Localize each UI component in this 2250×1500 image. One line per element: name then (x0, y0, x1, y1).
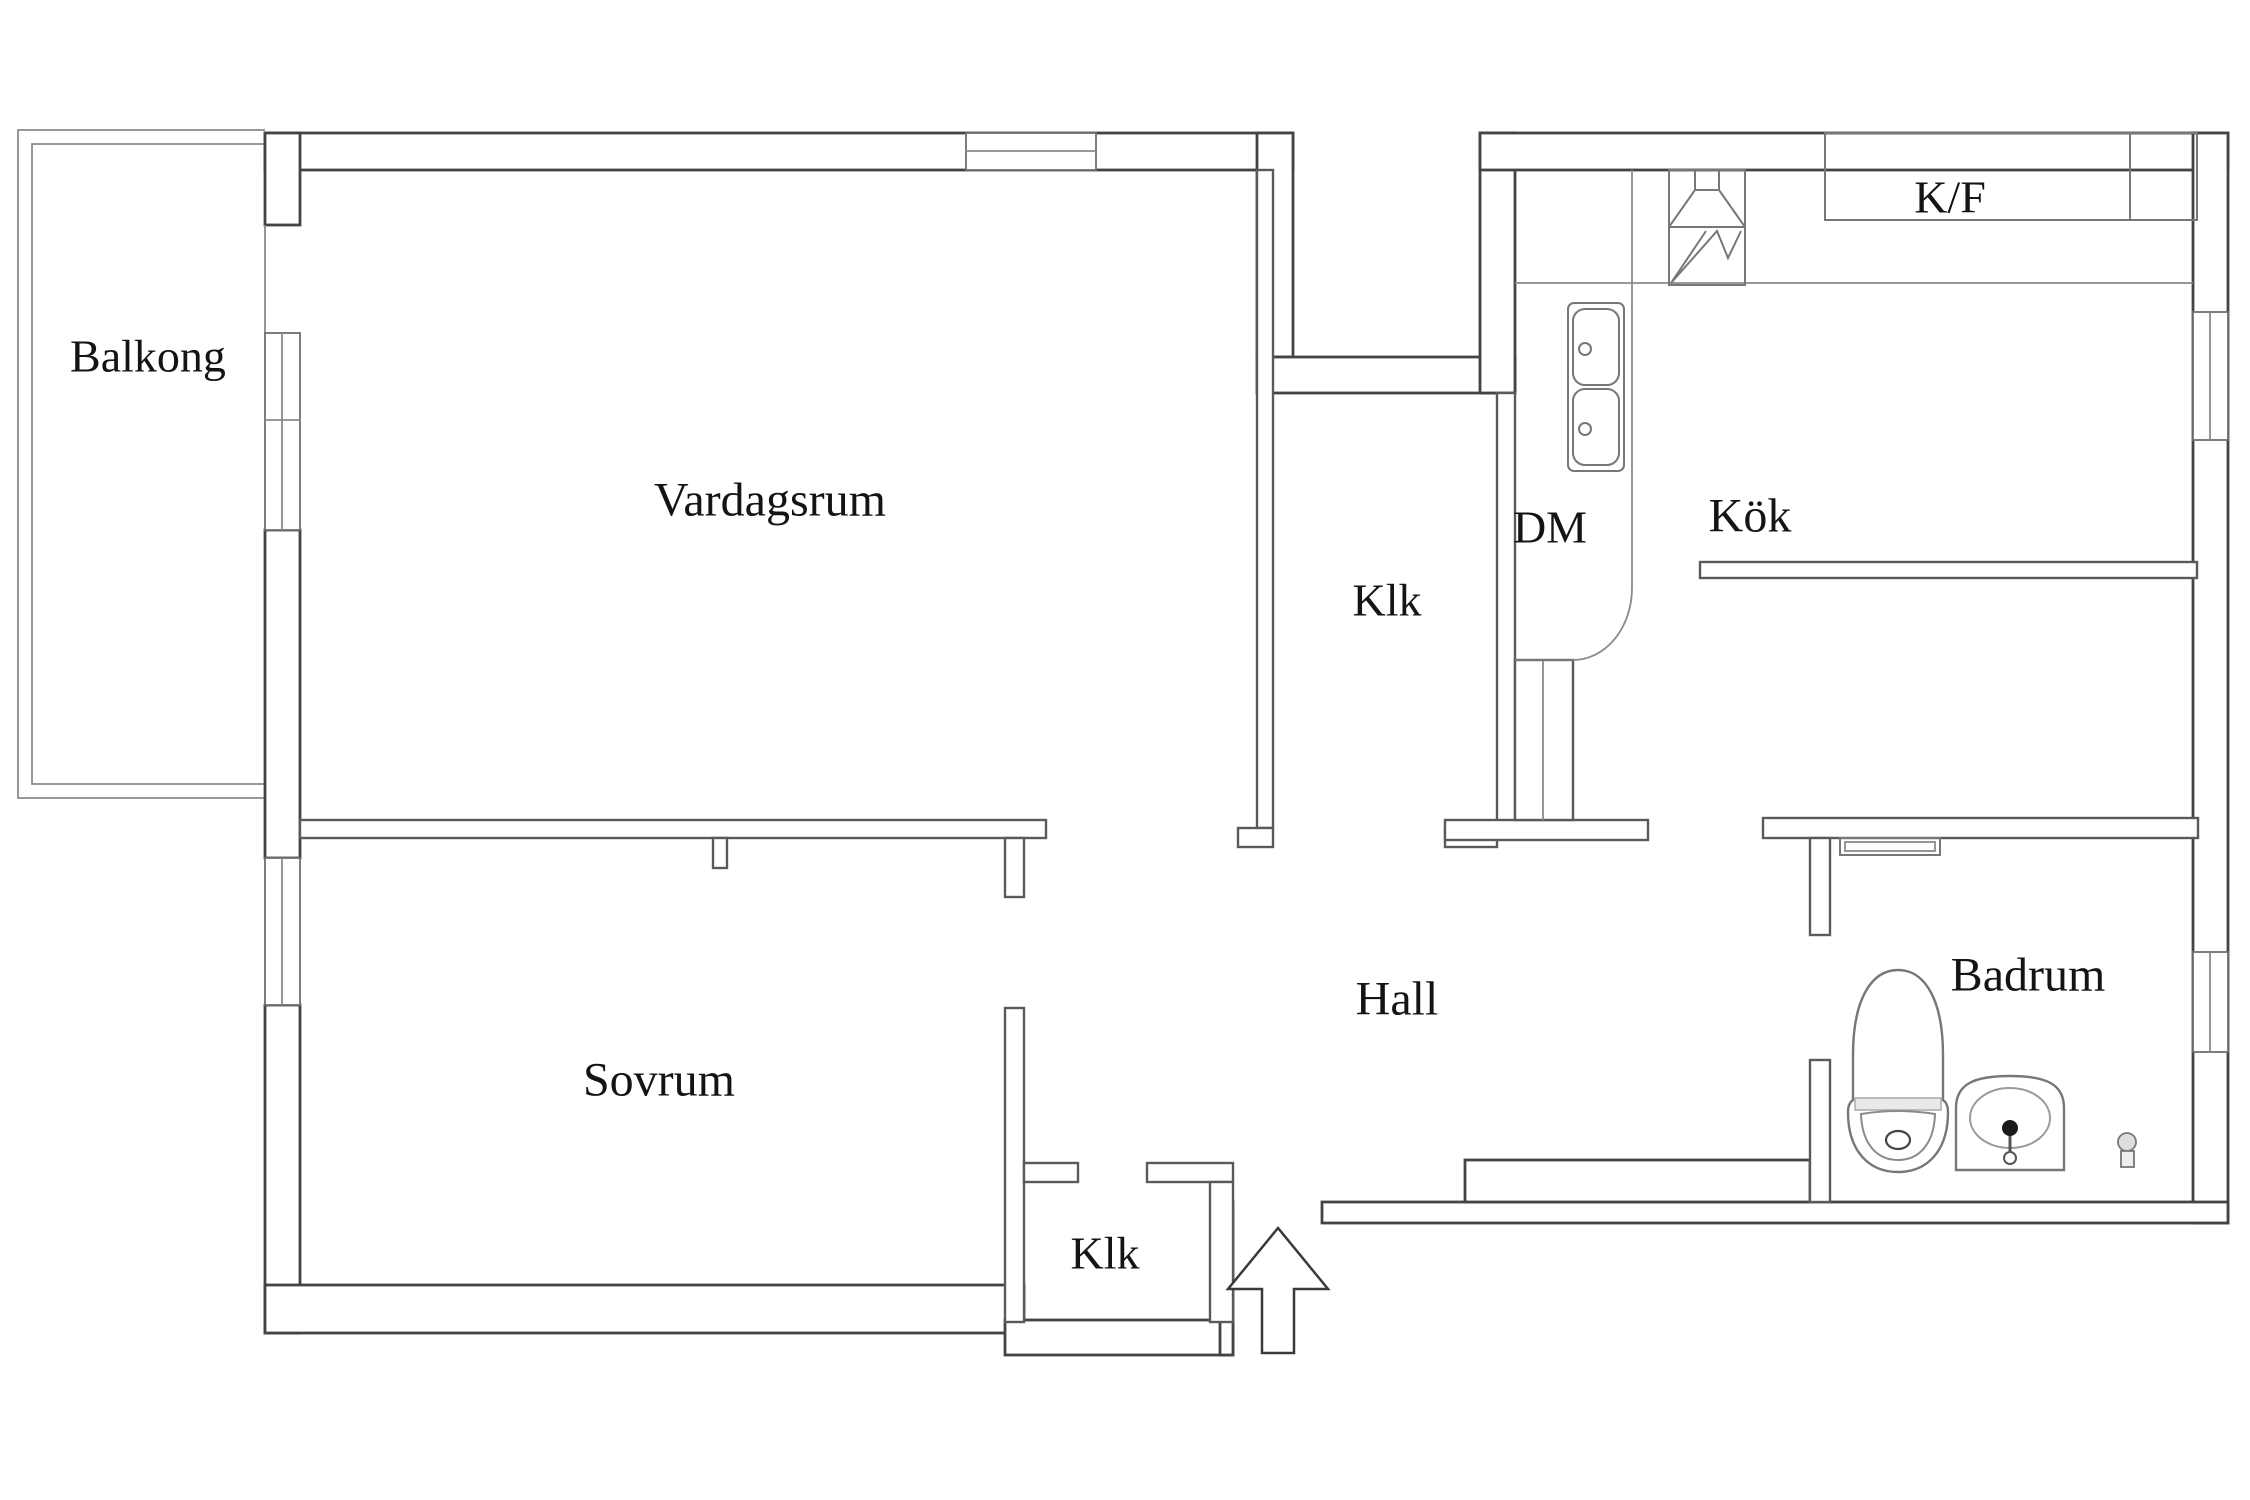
exterior-walls (263, 131, 2230, 1357)
shelf-inner (1844, 841, 1936, 852)
fridge-freezer-cabinet (1824, 132, 2198, 221)
wall-segment (1495, 391, 1517, 829)
sink-drain (1578, 422, 1592, 436)
window-balcony-wall (264, 332, 301, 531)
wall-segment (1808, 836, 1832, 937)
washbasin (1954, 1074, 2066, 1172)
wall-segment (1003, 1006, 1026, 1324)
door-jamb (711, 836, 729, 870)
label-fridge-freezer: K/F (1914, 172, 1986, 223)
room-label-hall: Hall (1356, 973, 1439, 1026)
cabinet-box (1824, 132, 2198, 221)
toilet (1846, 968, 1950, 1174)
room-label-kok: Kök (1709, 490, 1792, 543)
room-label-sovrum: Sovrum (583, 1054, 735, 1107)
wall-segment (298, 818, 1048, 840)
wall-segment (1478, 131, 1517, 395)
balcony-inner-line (31, 143, 265, 785)
wall-segment (263, 131, 302, 227)
wall-segment (1478, 131, 2230, 172)
wall-segment (1761, 816, 2200, 840)
basin-tap (2002, 1120, 2018, 1136)
wall-segment (1236, 826, 1275, 849)
wall-segment (1022, 1161, 1080, 1184)
balcony-outline (17, 129, 265, 799)
wall-segment (1320, 1200, 2230, 1225)
basin-tap-knob (2003, 1151, 2017, 1165)
stove-with-hood (1668, 169, 1746, 286)
window-livingroom-top (965, 132, 1097, 171)
hood-vent (1694, 169, 1720, 191)
sink-bowl (1572, 308, 1620, 386)
toilet-flush (1884, 1129, 1912, 1151)
room-labels: Balkong Vardagsrum Sovrum Hall Kök DM K/… (70, 172, 2105, 1279)
wall-segment (1208, 1180, 1235, 1324)
floor-tap (2117, 1132, 2137, 1168)
tap-knob (2117, 1132, 2137, 1152)
wall-segment (1255, 355, 1517, 395)
counter-rounded-corner (1572, 587, 1633, 661)
sink-drain (1578, 342, 1592, 356)
room-label-klk-upper: Klk (1353, 575, 1422, 626)
tap-base (2120, 1150, 2135, 1168)
wall-segment (1003, 1318, 1235, 1357)
wall-segment (1698, 560, 2199, 580)
window-kitchen (2192, 311, 2229, 441)
label-dishwasher: DM (1513, 502, 1587, 553)
wall-segment (1255, 168, 1275, 830)
wall-segment (1463, 1158, 1812, 1204)
sink-bowl (1572, 388, 1620, 466)
wall-segment (1443, 818, 1650, 842)
bathroom-shelf (1839, 837, 1941, 856)
wall-segment (2191, 131, 2230, 1225)
room-label-vardagsrum: Vardagsrum (654, 474, 886, 527)
room-label-badrum: Badrum (1951, 949, 2106, 1002)
wall-segment (1808, 1058, 1832, 1204)
double-sink (1567, 302, 1625, 472)
wall-segment (1145, 1161, 1235, 1184)
entry-arrow (1225, 1226, 1331, 1355)
balcony-outer-line (17, 129, 265, 799)
wall-segment (263, 1283, 1026, 1335)
wall-segment (1513, 658, 1575, 822)
room-label-klk-lower: Klk (1071, 1228, 1140, 1279)
stove-marks (1670, 229, 1742, 284)
window-bathroom (2192, 951, 2229, 1053)
hood-flare (1668, 189, 1746, 228)
toilet-seat-hinge (1854, 1097, 1942, 1111)
room-label-balkong: Balkong (70, 331, 226, 382)
window-bedroom (264, 857, 301, 1006)
sink-frame (1567, 302, 1625, 472)
kitchen-counter (1515, 170, 2193, 661)
window-markers (264, 132, 2229, 1053)
door-jamb (1003, 836, 1026, 899)
shelf-outer (1839, 837, 1941, 856)
wall-segment (263, 528, 302, 860)
interior-walls (298, 168, 2200, 1324)
wall-segment (263, 131, 1295, 172)
